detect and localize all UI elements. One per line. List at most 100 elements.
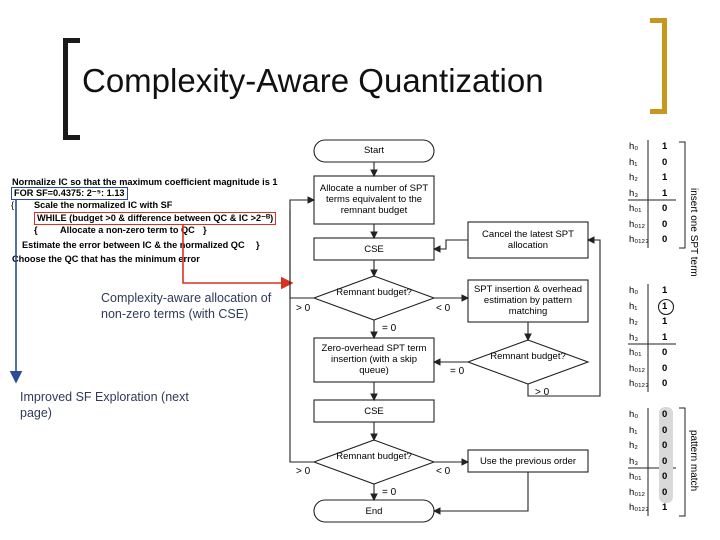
table-1-row-label: h₁ (629, 156, 638, 168)
table-1-row-value: 1 (662, 187, 668, 199)
algo-line-4-text: WHILE (budget >0 & difference between QC… (37, 213, 274, 223)
algo-line-5-brace-text: { (34, 225, 38, 235)
edge-loop-gt0-c (289, 210, 314, 463)
edge-label-lt0-b: < 0 (436, 466, 451, 477)
algo-line-5-text: Allocate a non-zero term to QC (60, 225, 195, 235)
algo-line-2-text: FOR SF=0.4375: 2⁻⁵: 1.13 (14, 188, 125, 198)
edge-prev-end (432, 472, 529, 515)
algo-line-1-text: Normalize IC so that the maximum coeffic… (12, 177, 278, 187)
cse-label-2: CSE (364, 406, 384, 417)
table-3-row-value: 1 (662, 502, 668, 513)
allocate-label: Allocate a number of SPT terms equivalen… (319, 183, 429, 216)
algo-line-7-text: Choose the QC that has the minimum error (12, 254, 200, 264)
edge-label-eq0-c: = 0 (382, 487, 397, 498)
algo-line-7: Choose the QC that has the minimum error (12, 254, 200, 265)
table-3-row-label: h₀ (629, 409, 639, 420)
table-3-row-value: 0 (662, 409, 668, 420)
title-bracket-right (650, 18, 667, 114)
remnant-label-3: Remnant budget? (336, 451, 412, 462)
table-3-side-bracket (679, 407, 686, 517)
edge-label-eq0-b: = 0 (450, 366, 465, 377)
table-2-row-label: h₁ (629, 300, 638, 312)
table-1-row-label: h₀₁₂₃ (629, 234, 649, 245)
table-1-row-value: 1 (662, 172, 668, 183)
table-2-row-value: 0 (662, 362, 668, 374)
algo-line-3: Scale the normalized IC with SF (34, 200, 172, 211)
table-2-row-label: h₀₁₂₃ (629, 378, 649, 389)
table-3-row-label: h₀₁₂₃ (629, 502, 649, 513)
edge-remnant2-cancel (527, 236, 601, 397)
algo-line-1: Normalize IC so that the maximum coeffic… (12, 177, 277, 188)
table-2-row-value: 0 (662, 347, 668, 358)
edge-label-gt0-b: > 0 (535, 387, 550, 398)
table-3-row-value: 0 (662, 424, 668, 436)
note-sf-exploration: Improved SF Exploration (next page) (20, 390, 189, 420)
table-3-row-value: 0 (662, 455, 668, 467)
table-1-row-label: h₂ (629, 172, 638, 183)
table-1-side-bracket (679, 141, 686, 249)
edge-label-gt0-c: > 0 (296, 466, 311, 477)
note-complexity-allocation: Complexity-aware allocation of non-zero … (101, 291, 272, 321)
table-1-row-value: 0 (662, 156, 668, 168)
side-label-pattern-match: pattern match (688, 430, 699, 492)
algo-line-6-close: } (256, 240, 260, 251)
table-2-row-label: h₀₁₂ (629, 362, 646, 374)
algo-line-5-close: } (203, 225, 207, 236)
spt-insertion-node (467, 279, 589, 323)
table-2-row-value: 1 (662, 331, 668, 343)
zero-overhead-label: Zero-overhead SPT term insertion (with a… (321, 343, 427, 376)
cse-label-1: CSE (364, 244, 384, 255)
algo-line-6: Estimate the error between IC & the norm… (22, 240, 245, 251)
table-3-row-value: 0 (662, 486, 668, 498)
use-previous-label: Use the previous order (479, 456, 577, 467)
table-2-row-value: 1 (662, 300, 668, 312)
slide-title: Complexity-Aware Quantization (82, 62, 544, 99)
table-1-row-label: h₀ (629, 141, 639, 152)
remnant-label-1: Remnant budget? (336, 287, 412, 298)
table-1-row-value: 0 (662, 234, 668, 245)
table-3-highlight-bar (659, 407, 673, 503)
table-2-row-label: h₀ (629, 285, 639, 296)
table-3-row-label: h₃ (629, 455, 639, 467)
edge-label-gt0-a: > 0 (296, 303, 311, 314)
table-1-row-value: 1 (662, 141, 668, 152)
algo-line-6-close-text: } (256, 240, 260, 250)
table-3-row-label: h₀₁ (629, 471, 642, 482)
table-1-row-label: h₀₁₂ (629, 218, 646, 230)
table-3-row-label: h₀₁₂ (629, 486, 646, 498)
table-2-row-label: h₀₁ (629, 347, 642, 358)
algo-line-3-brace: { (11, 200, 15, 210)
algo-line-4: WHILE (budget >0 & difference between QC… (34, 212, 277, 225)
remnant-label-2: Remnant budget? (490, 351, 566, 362)
table-2-row-label: h₃ (629, 331, 639, 343)
table-2-row-label: h₂ (629, 316, 638, 327)
table-2-row-value: 1 (662, 285, 668, 296)
table-1-row-value: 0 (662, 203, 668, 214)
side-label-insert-one-spt: insert one SPT term (688, 188, 699, 277)
table-3-row-label: h₂ (629, 440, 638, 451)
red-annotation-arrow (182, 225, 294, 290)
edge-label-eq0-a: = 0 (382, 323, 397, 334)
start-label: Start (363, 145, 385, 156)
table-2-highlight-circle (657, 298, 675, 316)
table-3-row-value: 0 (662, 440, 668, 451)
table-2-row-value: 1 (662, 316, 668, 327)
table-1-row-label: h₃ (629, 187, 639, 199)
table-1-row-value: 0 (662, 218, 668, 230)
end-label: End (365, 506, 383, 517)
algo-line-2: FOR SF=0.4375: 2⁻⁵: 1.13 (11, 187, 128, 200)
algo-line-3-text: Scale the normalized IC with SF (34, 200, 173, 210)
algo-line-5-brace: { (34, 225, 38, 236)
algo-line-5: Allocate a non-zero term to QC (60, 225, 195, 236)
table-1-row-label: h₀₁ (629, 203, 642, 214)
table-3-row-value: 0 (662, 471, 668, 482)
table-2-row-value: 0 (662, 378, 668, 389)
title-bracket-left (63, 38, 80, 140)
edge-cancel-cse (432, 239, 468, 253)
cancel-label: Cancel the latest SPT allocation (482, 229, 574, 251)
spt-insertion-label: SPT insertion & overhead estimation by p… (473, 284, 583, 317)
edge-label-lt0-a: < 0 (436, 303, 451, 314)
